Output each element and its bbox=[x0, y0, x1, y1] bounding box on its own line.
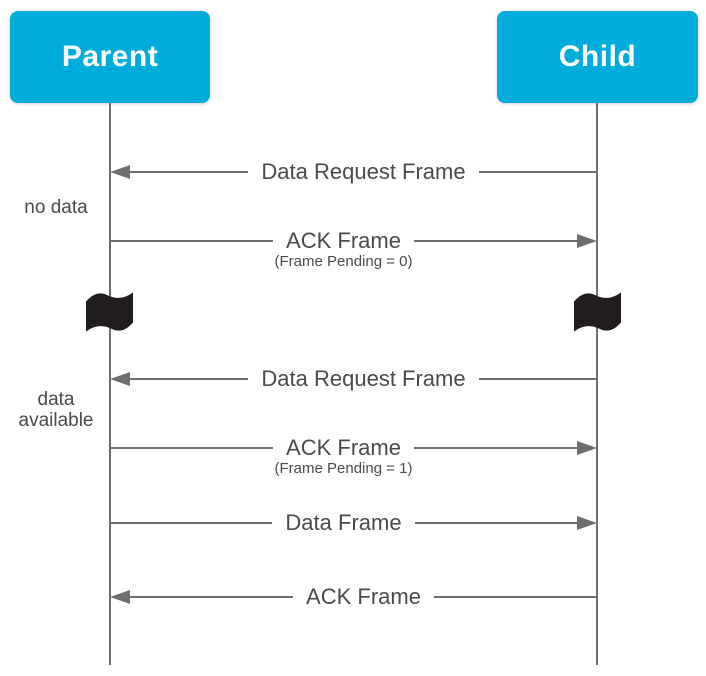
annotation-data-available: data available bbox=[18, 389, 94, 431]
message-wire bbox=[413, 240, 578, 242]
annotation-no-data: no data bbox=[24, 197, 88, 218]
message-ack-final: ACK Frame bbox=[110, 582, 598, 612]
arrowhead-right-icon bbox=[577, 441, 598, 455]
arrowhead-left-icon bbox=[110, 590, 130, 604]
message-wire bbox=[110, 240, 274, 242]
message-ack-frame-pending-0: ACK Frame (Frame Pending = 0) bbox=[110, 226, 598, 270]
message-label: Data Frame bbox=[285, 510, 402, 535]
message-wire bbox=[110, 522, 273, 524]
flag-icon bbox=[86, 292, 133, 332]
message-wire bbox=[413, 447, 578, 449]
arrowhead-left-icon bbox=[110, 165, 130, 179]
message-wire bbox=[433, 596, 598, 598]
actor-box-parent: Parent bbox=[10, 11, 210, 103]
arrowhead-right-icon bbox=[577, 516, 597, 530]
arrowhead-right-icon bbox=[577, 234, 598, 248]
message-sublabel: (Frame Pending = 1) bbox=[274, 460, 413, 477]
flag-icon bbox=[574, 292, 621, 332]
message-wire bbox=[478, 378, 598, 380]
message-wire bbox=[130, 378, 249, 380]
message-ack-frame-pending-1: ACK Frame (Frame Pending = 1) bbox=[110, 433, 598, 477]
message-wire bbox=[110, 447, 274, 449]
message-data-frame: Data Frame bbox=[110, 508, 597, 538]
message-label: ACK Frame bbox=[286, 228, 401, 253]
message-sublabel: (Frame Pending = 0) bbox=[274, 253, 413, 270]
actor-label-child: Child bbox=[558, 40, 637, 73]
message-label: Data Request Frame bbox=[261, 366, 466, 391]
message-label: ACK Frame bbox=[306, 584, 421, 609]
message-wire bbox=[414, 522, 577, 524]
message-data-request-2: Data Request Frame bbox=[110, 364, 598, 394]
message-label: Data Request Frame bbox=[261, 159, 466, 184]
child-lifeline bbox=[596, 103, 598, 665]
message-label: ACK Frame bbox=[286, 435, 401, 460]
actor-box-child: Child bbox=[497, 11, 698, 103]
arrowhead-left-icon bbox=[110, 372, 130, 386]
message-wire bbox=[130, 596, 294, 598]
message-data-request-1: Data Request Frame bbox=[110, 157, 598, 187]
message-wire bbox=[130, 171, 249, 173]
actor-label-parent: Parent bbox=[61, 40, 159, 73]
message-wire bbox=[478, 171, 598, 173]
